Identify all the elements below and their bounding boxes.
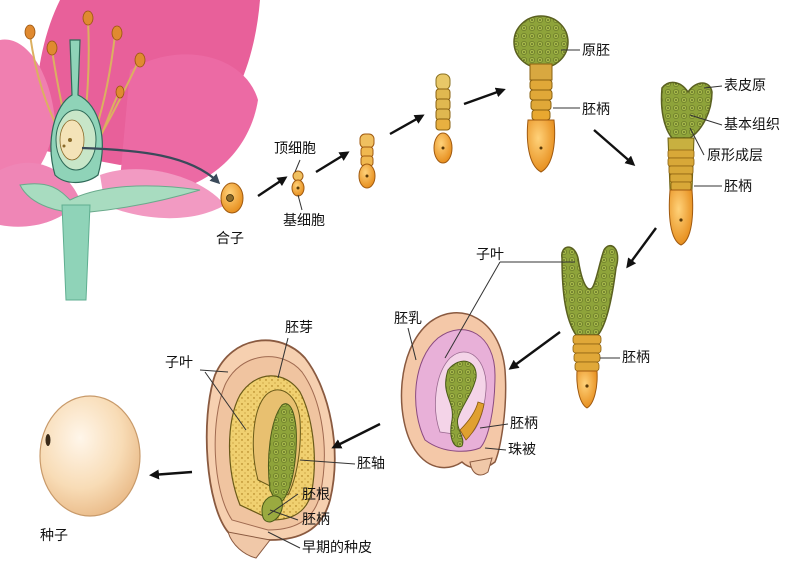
four-cell-stage bbox=[358, 133, 376, 189]
label-suspensor-4: 胚柄 bbox=[510, 416, 538, 432]
arrow-mature-to-seed bbox=[149, 469, 193, 480]
label-hypocotyl: 胚轴 bbox=[357, 456, 385, 472]
petal-right bbox=[120, 54, 258, 195]
flower-to-zygote-arrow bbox=[81, 146, 221, 185]
heart-stage-embryo bbox=[660, 81, 713, 246]
label-seed: 种子 bbox=[40, 528, 68, 544]
label-plumule: 胚芽 bbox=[285, 320, 313, 336]
label-early-seed-coat: 早期的种皮 bbox=[302, 540, 372, 556]
label-protoderm: 表皮原 bbox=[724, 78, 766, 94]
label-basal-cell: 基细胞 bbox=[283, 213, 325, 229]
arrow-ovule-to-mature bbox=[331, 422, 381, 449]
label-ground-meristem: 基本组织 bbox=[724, 117, 780, 133]
zygote-stage bbox=[220, 182, 244, 214]
label-endosperm: 胚乳 bbox=[394, 311, 422, 327]
multicell-stage bbox=[433, 73, 453, 164]
ovule-endosperm-stage bbox=[400, 312, 507, 476]
seed bbox=[39, 395, 141, 517]
label-cotyledon-2: 子叶 bbox=[165, 355, 193, 371]
label-cotyledon-1: 子叶 bbox=[476, 247, 504, 263]
cotyledon-stage-embryo bbox=[561, 245, 619, 409]
label-suspensor-2: 胚柄 bbox=[724, 179, 752, 195]
arrow-proembryo-to-heart bbox=[593, 129, 636, 166]
arrow-multicell-to-proembryo bbox=[463, 87, 506, 106]
leader-lines bbox=[199, 49, 723, 549]
label-suspensor-5: 胚柄 bbox=[302, 512, 330, 528]
stem bbox=[61, 204, 91, 301]
label-proembryo: 原胚 bbox=[582, 43, 610, 59]
two-cell-stage bbox=[291, 170, 305, 197]
label-integument: 珠被 bbox=[508, 442, 536, 458]
petal-left bbox=[0, 39, 55, 195]
proembryo-stage bbox=[513, 15, 569, 173]
label-apical-cell: 顶细胞 bbox=[274, 141, 316, 157]
label-suspensor-3: 胚柄 bbox=[622, 350, 650, 366]
stage-arrows bbox=[149, 87, 657, 480]
arrow-heart-to-cotyledon bbox=[626, 227, 657, 269]
mature-embryo-in-seed bbox=[205, 339, 336, 559]
flower-illustration bbox=[0, 0, 260, 301]
arrow-2cell-to-4cell bbox=[315, 151, 350, 174]
label-suspensor-1: 胚柄 bbox=[582, 102, 610, 118]
arrow-cotyledon-to-ovule bbox=[508, 331, 561, 370]
label-zygote: 合子 bbox=[216, 231, 244, 247]
label-radicle: 胚根 bbox=[302, 487, 330, 503]
arrow-zygote-to-2cell bbox=[257, 176, 288, 197]
label-procambium: 原形成层 bbox=[707, 148, 763, 164]
arrow-4cell-to-multicell bbox=[389, 114, 425, 136]
